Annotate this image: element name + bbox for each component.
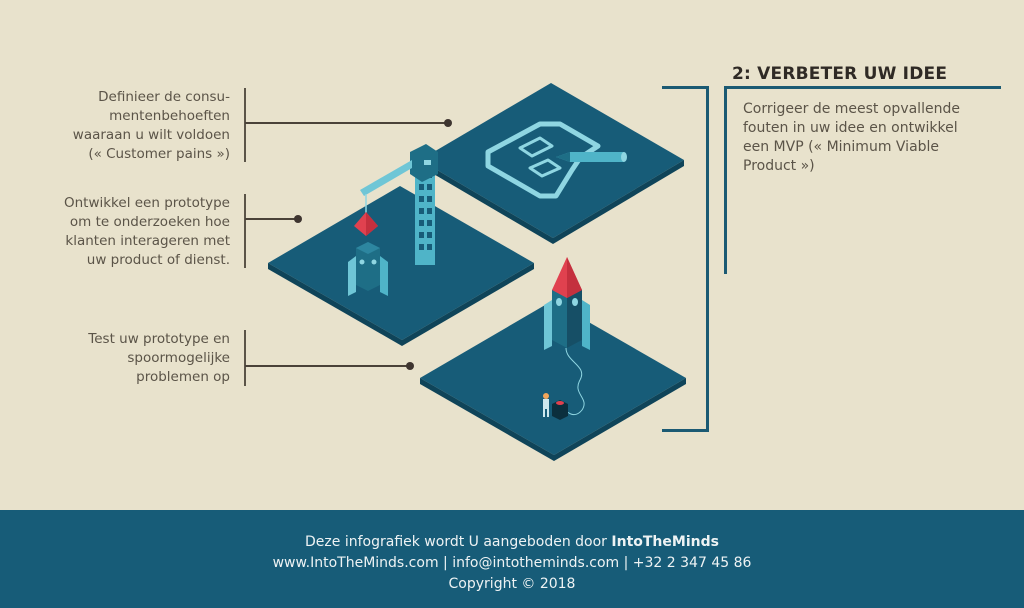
callout-1-bar — [244, 88, 246, 162]
callout-line: Ontwikkel een prototype — [63, 195, 230, 211]
callout-2-bar — [244, 194, 246, 268]
callout-3-dot — [406, 362, 414, 370]
callout-3-bar — [244, 330, 246, 386]
crane-icon — [354, 144, 438, 265]
footer-brand: IntoTheMinds — [611, 534, 719, 550]
callout-line: (« Customer pains ») — [88, 146, 230, 162]
rocket-icon — [544, 257, 590, 350]
footer-contact-line: www.IntoTheMinds.com | info@intotheminds… — [272, 555, 752, 571]
callout-line: problemen op — [136, 369, 230, 385]
callout-line: klanten interageren met — [65, 233, 230, 249]
step-title: 2: VERBETER UW IDEE — [732, 64, 948, 84]
callout-line: spoormogelijke — [127, 350, 230, 366]
callout-line: Test uw prototype en — [88, 331, 230, 347]
launch-button-icon — [552, 400, 568, 420]
callout-1-connector — [245, 122, 448, 124]
callout-3-connector — [245, 365, 411, 367]
desc-line: een MVP (« Minimum Viable — [743, 139, 940, 155]
callout-customer-needs: Definieer de consu- mentenbehoeften waar… — [40, 88, 230, 164]
blueprint-tile — [420, 83, 684, 244]
callout-2-connector — [245, 218, 297, 220]
person-icon — [543, 393, 549, 417]
step-left-rule — [724, 86, 727, 274]
bracket-top — [662, 86, 708, 89]
pencil-icon — [556, 152, 627, 162]
isometric-illustration — [268, 83, 686, 461]
bracket-right — [706, 86, 709, 432]
callout-2-dot — [294, 215, 302, 223]
footer-offer-text: Deze infografiek wordt U aangeboden door — [305, 534, 612, 550]
desc-line: Product ») — [743, 158, 815, 174]
callout-line: mentenbehoeften — [109, 108, 230, 124]
desc-line: Corrigeer de meest opvallende — [743, 101, 960, 117]
callout-line: om te onderzoeken hoe — [69, 214, 230, 230]
callout-test-prototype: Test uw prototype en spoormogelijke prob… — [40, 330, 230, 387]
footer-offer-line: Deze infografiek wordt U aangeboden door… — [0, 532, 1024, 553]
callout-1-dot — [444, 119, 452, 127]
footer-copyright: Copyright © 2018 — [448, 576, 576, 592]
rocket-launch-tile — [420, 257, 686, 461]
step-description: Corrigeer de meest opvallende fouten in … — [743, 100, 1013, 176]
callout-line: waaraan u wilt voldoen — [72, 127, 230, 143]
blueprint-icon — [485, 121, 601, 199]
fuse-wire — [559, 347, 585, 416]
crane-tile — [268, 144, 534, 346]
rocket-module-icon — [348, 242, 388, 296]
footer: Deze infografiek wordt U aangeboden door… — [0, 510, 1024, 608]
callout-line: uw product of dienst. — [86, 252, 230, 268]
bracket-bottom — [662, 429, 708, 432]
desc-line: fouten in uw idee en ontwikkel — [743, 120, 958, 136]
step-title-underline — [724, 86, 1001, 89]
callout-prototype: Ontwikkel een prototype om te onderzoeke… — [20, 194, 230, 270]
callout-line: Definieer de consu- — [98, 89, 230, 105]
